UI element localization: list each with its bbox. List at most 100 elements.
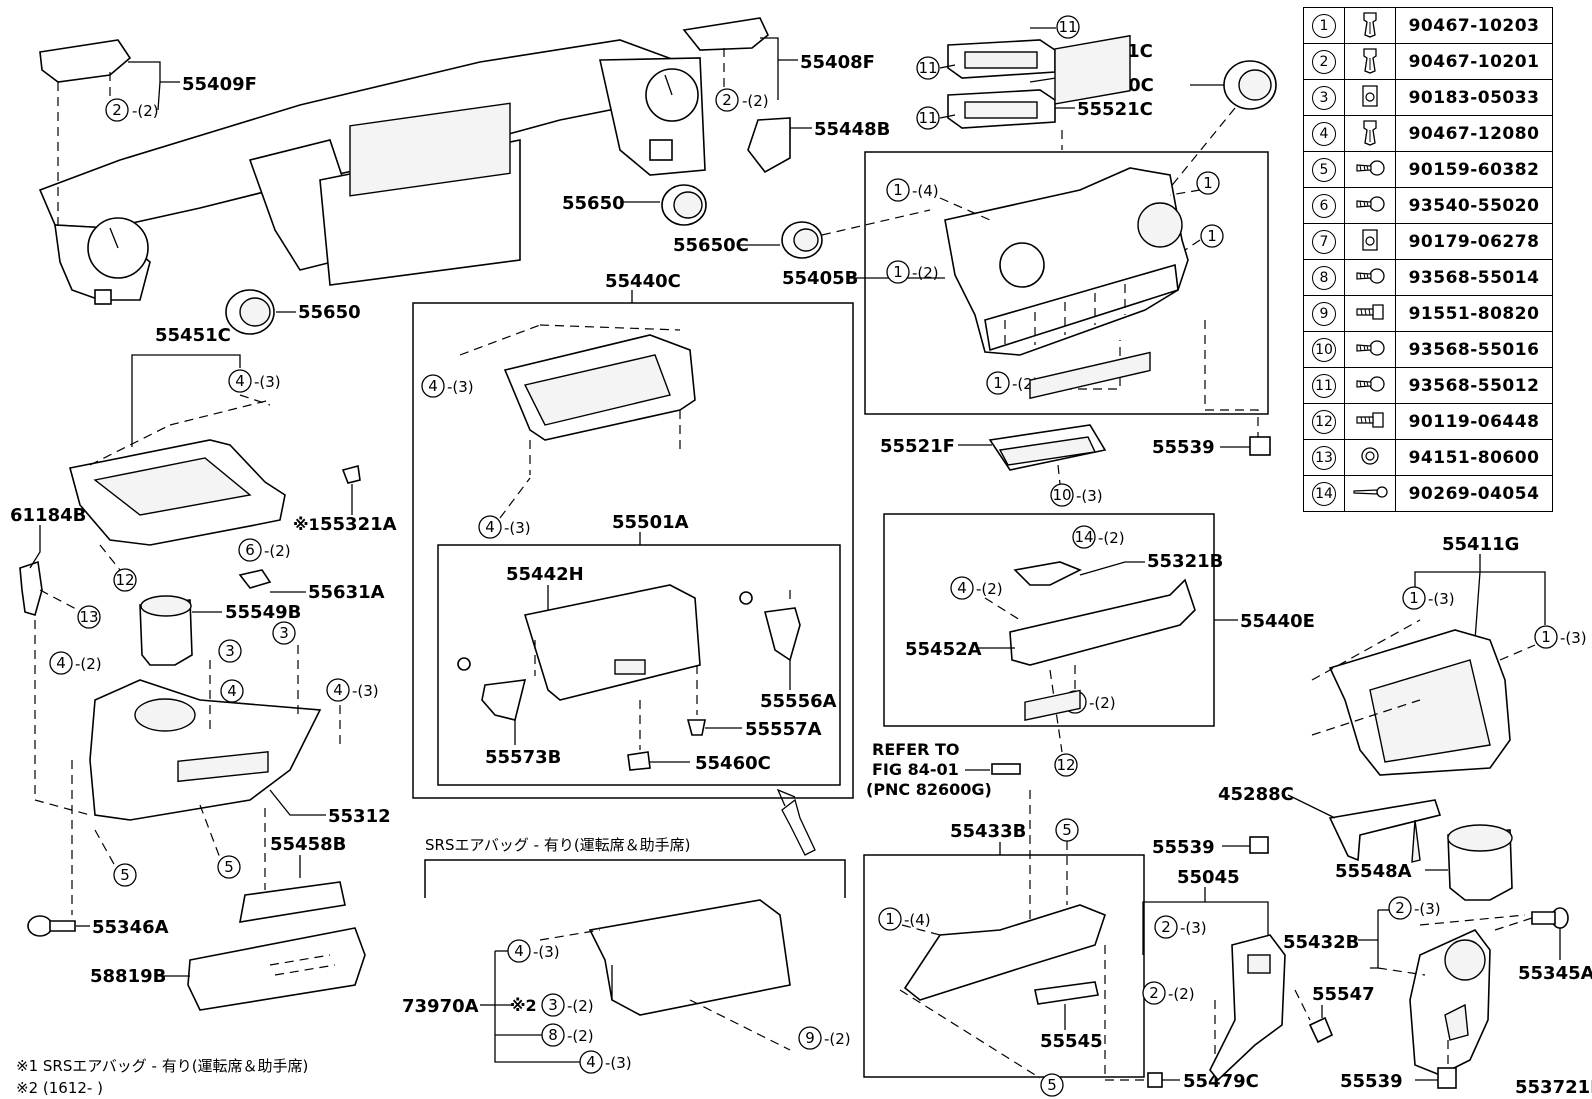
part-55433B xyxy=(903,689,1106,1001)
srs-bracket xyxy=(424,859,846,898)
legend-part-number: 93540-55020 xyxy=(1395,187,1553,224)
part-45288C xyxy=(1287,794,1442,863)
diagram-id: 553721E xyxy=(1515,1077,1592,1098)
part-55405B xyxy=(944,34,1189,356)
label-55345A: 55345A xyxy=(1518,963,1592,984)
svg-text:13: 13 xyxy=(79,608,98,626)
svg-text:-(2): -(2) xyxy=(1089,694,1116,712)
frame-55440C xyxy=(412,302,854,799)
svg-text:4: 4 xyxy=(227,682,237,700)
part-55548A xyxy=(1425,824,1513,901)
svg-text:1: 1 xyxy=(993,374,1003,392)
label-55549B: 55549B xyxy=(225,602,301,623)
label-55045: 55045 xyxy=(1177,867,1240,888)
part-55440E xyxy=(1009,351,1196,666)
svg-text:-(3): -(3) xyxy=(1428,590,1455,608)
nut-clip-icon xyxy=(1344,79,1396,116)
label-73970A: 73970A xyxy=(402,996,479,1017)
svg-text:4: 4 xyxy=(957,579,967,597)
svg-text:11: 11 xyxy=(1058,18,1077,36)
svg-text:-(3): -(3) xyxy=(1076,487,1103,505)
srs-heading: SRSエアバッグ - 有り(運転席＆助手席) xyxy=(425,836,691,854)
part-55557A xyxy=(686,665,742,736)
legend-index: 7 xyxy=(1303,223,1345,260)
svg-text:2: 2 xyxy=(112,101,122,119)
svg-text:12: 12 xyxy=(115,571,134,589)
part-55411G xyxy=(1328,629,1511,776)
legend-index-circle: 6 xyxy=(1312,193,1336,218)
legend-row: 1 90467-10203 xyxy=(1303,7,1553,44)
legend-index-circle: 4 xyxy=(1312,121,1336,146)
refer-line3: (PNC 82600G) xyxy=(866,780,992,799)
legend-index-circle: 1 xyxy=(1312,13,1336,38)
label-55548A: 55548A xyxy=(1335,861,1412,882)
svg-text:5: 5 xyxy=(120,866,130,884)
legend-index-circle: 7 xyxy=(1312,229,1336,254)
frame-55405B xyxy=(864,151,1269,415)
legend-part-number: 90183-05033 xyxy=(1395,79,1553,116)
clip-icon xyxy=(1344,115,1396,152)
legend-index: 2 xyxy=(1303,43,1345,80)
legend-part-number: 90269-04054 xyxy=(1395,475,1553,512)
part-55312 xyxy=(89,679,326,821)
label-55442H: 55442H xyxy=(506,564,584,585)
svg-text:4: 4 xyxy=(485,518,495,536)
svg-text:-(3): -(3) xyxy=(254,373,281,391)
svg-text:-(2): -(2) xyxy=(132,102,159,120)
label-55321A: 55321A xyxy=(320,514,397,535)
label-55440E: 55440E xyxy=(1240,611,1315,632)
frame-55501A xyxy=(437,544,841,786)
legend-part-number: 90179-06278 xyxy=(1395,223,1553,260)
vent-55650-upper xyxy=(620,184,707,226)
vent-55650-lower xyxy=(225,289,296,335)
screw-icon xyxy=(1344,331,1396,368)
clip-icon xyxy=(1344,43,1396,80)
label-55501A: 55501A xyxy=(612,512,689,533)
nut-icon xyxy=(1344,439,1396,476)
part-55458B xyxy=(239,808,346,923)
legend-index: 10 xyxy=(1303,331,1345,368)
part-73970A xyxy=(539,899,791,1051)
label-55573B: 55573B xyxy=(485,747,561,768)
svg-text:-(2): -(2) xyxy=(1098,529,1125,547)
part-55545 xyxy=(1034,981,1099,1030)
svg-text:1: 1 xyxy=(1409,589,1419,607)
label-55479C: 55479C xyxy=(1183,1071,1259,1092)
svg-text:2: 2 xyxy=(1149,984,1159,1002)
mark-1: ※1 xyxy=(293,515,320,534)
legend-part-number: 90467-10203 xyxy=(1395,7,1553,44)
svg-text:-(2): -(2) xyxy=(264,542,291,560)
part-55442H xyxy=(523,584,701,701)
svg-text:4: 4 xyxy=(333,681,343,699)
label-55432B: 55432B xyxy=(1283,932,1359,953)
nut-clip-icon xyxy=(1344,223,1396,260)
svg-text:4: 4 xyxy=(586,1053,596,1071)
svg-text:1: 1 xyxy=(893,263,903,281)
svg-text:-(3): -(3) xyxy=(352,682,379,700)
label-55539-lower: 55539 xyxy=(1340,1071,1403,1092)
label-55409F: 55409F xyxy=(182,74,257,95)
label-55545: 55545 xyxy=(1040,1031,1103,1052)
svg-text:-(3): -(3) xyxy=(504,519,531,537)
legend-row: 6 93540-55020 xyxy=(1303,187,1553,224)
svg-text:5: 5 xyxy=(224,858,234,876)
label-55556A: 55556A xyxy=(760,691,837,712)
svg-text:-(2): -(2) xyxy=(912,264,939,282)
legend-index-circle: 9 xyxy=(1312,301,1336,326)
footnote-1: ※1 SRSエアバッグ - 有り(運転席＆助手席) xyxy=(16,1057,308,1075)
refer-line1: REFER TO xyxy=(872,740,960,759)
clip-55539-lower xyxy=(1415,1040,1457,1089)
legend-index: 11 xyxy=(1303,367,1345,404)
part-55408F xyxy=(682,17,798,90)
instrument-panel xyxy=(38,39,706,305)
legend-index: 8 xyxy=(1303,259,1345,296)
label-55458B: 55458B xyxy=(270,834,346,855)
label-55411G: 55411G xyxy=(1442,534,1519,555)
svg-text:11: 11 xyxy=(918,109,937,127)
frame-55433B xyxy=(863,854,1145,1078)
footnote-2: ※2 (1612- ) xyxy=(16,1079,103,1097)
